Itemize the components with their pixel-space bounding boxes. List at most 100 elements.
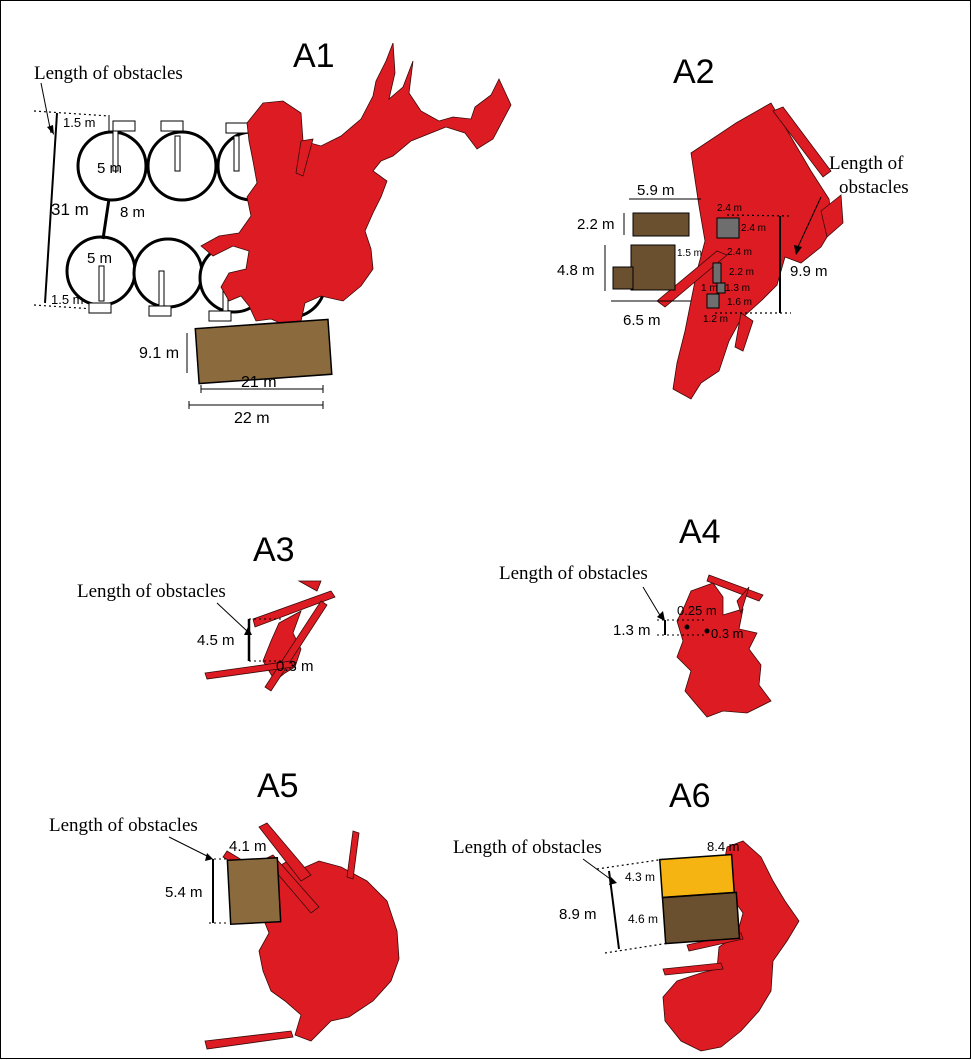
panel-a2-fire-area (672, 102, 834, 400)
panel-a2: A2 Length of obstacles 9.9 m 5.9 m 2.2 m… (557, 53, 909, 400)
panel-a3-title: A3 (253, 531, 295, 569)
panel-a5-building (226, 856, 282, 926)
panel-a4: A4 Length of obstacles 1.3 m 0.25 m 0.3 … (499, 513, 772, 718)
panel-a2-g4: 2.2 m (729, 267, 754, 278)
panel-a2-fire-streak (734, 312, 754, 352)
panel-a3-length: 4.5 m (197, 632, 235, 649)
pipe-rect (208, 310, 232, 322)
panel-a5-obstacle-arrow (168, 836, 210, 858)
pipe-rect (112, 120, 136, 132)
panel-a2-g3: 2.4 m (727, 247, 752, 258)
panel-a2-box1-height: 2.2 m (577, 216, 615, 233)
panel-a4-obstacle-arrow (642, 586, 662, 618)
panel-a6-yellow-block (658, 853, 736, 899)
panel-a5-fire-streak (258, 822, 312, 882)
panel-a5-fire-streak (204, 1030, 294, 1050)
panel-a3-gap: 0.3 m (276, 658, 314, 675)
panel-a6: A6 Length of obstacles 8.4 m 4.3 m 4.6 m… (453, 777, 800, 1052)
tank-circle (132, 237, 204, 309)
pipe-rect (160, 120, 184, 132)
panel-a2-g1: 2.4 m (717, 203, 742, 214)
tank-circle (146, 130, 218, 202)
panel-a5-height: 5.4 m (165, 884, 203, 901)
panel-a4-obstacle-label: Length of obstacles (499, 563, 648, 584)
panel-a6-title: A6 (669, 777, 711, 815)
pipe-rect (88, 302, 112, 314)
gray-tank (716, 282, 726, 294)
panel-a1: A1 Length of obstacles 1.5 m 1.5 m 31 m (33, 37, 512, 427)
panel-a6-yellow-height: 4.3 m (625, 870, 655, 884)
panel-a3-obstacle-label: Length of obstacles (77, 581, 226, 602)
panel-a4-title: A4 (679, 513, 721, 551)
panel-a1-obstacle-arrow (40, 82, 52, 134)
panel-a2-g7: 1.6 m (727, 297, 752, 308)
panel-a2-fire-streak (820, 194, 844, 238)
panel-a2-length: 9.9 m (790, 263, 828, 280)
panel-a2-g2: 2.4 m (741, 223, 766, 234)
panel-a1-length-line (44, 112, 58, 304)
panel-a1-tank-spacing: 8 m (120, 204, 145, 221)
panel-a2-bottom-width: 6.5 m (623, 312, 661, 329)
gray-tank (716, 217, 740, 239)
gray-tank (706, 293, 720, 309)
panel-a4-side: 0.3 m (711, 626, 744, 641)
panel-a2-arrow-head (794, 245, 802, 255)
tank-circle (76, 130, 148, 202)
panel-a2-obstacle-label-line2: obstacles (839, 177, 909, 198)
panel-a6-length-line (608, 870, 620, 950)
pipe-rect (148, 305, 172, 317)
panel-a5: A5 Length of obstacles 4.1 m 5.4 m (49, 767, 400, 1050)
panel-a1-tank-bottom: 5 m (87, 250, 112, 267)
panel-a1-tank-top: 5 m (97, 160, 122, 177)
panel-a4-obstacle-dot (684, 624, 690, 630)
panel-a2-building-3 (612, 266, 634, 290)
panel-a3-obstacle-arrow (216, 602, 248, 632)
panel-a4-length: 1.3 m (613, 622, 651, 639)
pipe-rect (98, 265, 105, 302)
pipe-rect (158, 270, 165, 307)
panel-a6-length: 8.9 m (559, 906, 597, 923)
panel-a1-obstacle-label: Length of obstacles (34, 63, 183, 84)
pipe-rect (112, 130, 119, 172)
panel-a3-fire-streak (252, 590, 336, 628)
panel-a4-obstacle-dot (704, 628, 710, 634)
panel-a1-building-height: 9.1 m (139, 345, 179, 362)
panel-a3: A3 Length of obstacles 4.5 m 0.3 m (77, 531, 336, 692)
panel-a5-arrow-head (205, 853, 213, 861)
panel-a1-building-inner: 21 m (241, 374, 277, 391)
panel-a1-pipes (88, 120, 249, 322)
gray-tank (712, 262, 722, 284)
panel-a6-width: 8.4 m (707, 839, 740, 854)
panel-a2-box2-height: 4.8 m (557, 262, 595, 279)
pipe-rect (225, 122, 249, 134)
panel-a1-top-gap: 1.5 m (63, 115, 96, 130)
panel-a6-fire-streak (662, 962, 724, 976)
panel-a2-gray-tanks (706, 217, 740, 309)
panel-a1-bottom-gap: 1.5 m (51, 292, 84, 307)
panel-a6-brown-block (661, 891, 741, 945)
panel-a6-obstacle-label: Length of obstacles (453, 837, 602, 858)
panel-a5-fire-area (258, 858, 400, 1042)
pipe-rect (233, 135, 240, 172)
panel-a1-fire-finger (295, 138, 314, 177)
panel-a2-g6: 1.3 m (725, 283, 750, 294)
panel-a6-obstacle-arrow (582, 858, 614, 882)
panel-a2-gap-1-5: 1.5 m (677, 248, 702, 259)
panel-a4-fire-streak (706, 574, 764, 602)
panel-a1-arrow-head (47, 125, 54, 135)
panel-a1-building-outer: 22 m (234, 410, 270, 427)
panel-a2-fire-streak (656, 250, 728, 308)
panel-a2-dotted-top (726, 214, 792, 217)
panel-a2-building-1 (632, 212, 690, 237)
panel-a2-building-2 (630, 244, 676, 291)
panel-a5-obstacle-label: Length of obstacles (49, 815, 198, 836)
panel-a2-top-width: 5.9 m (637, 182, 675, 199)
panel-a6-brown-height: 4.6 m (628, 912, 658, 926)
panel-a3-fire-streak (297, 580, 322, 592)
panel-a5-fire-streak (346, 830, 360, 880)
panel-a2-g5: 1 m (701, 283, 718, 294)
panel-a2-obstacle-arrow (796, 196, 822, 250)
panel-a6-dotted-top (596, 858, 666, 870)
panel-a1-title: A1 (293, 37, 335, 75)
